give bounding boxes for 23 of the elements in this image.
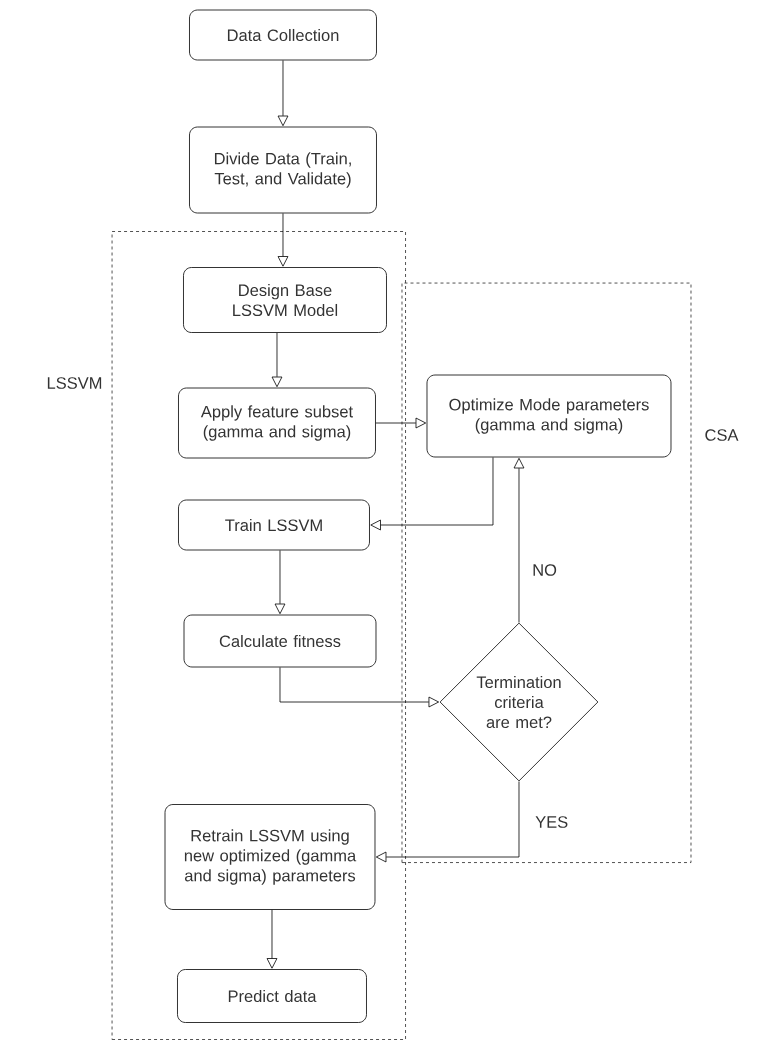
- process-box: Predict data: [177, 969, 367, 1023]
- arrow: [271, 332, 283, 388]
- process-box: Train LSSVM: [178, 499, 370, 551]
- arrow: [266, 909, 278, 969]
- arrow: [277, 213, 289, 267]
- process-box: Apply feature subset (gamma and sigma): [178, 387, 376, 459]
- edge-label: YES: [534, 815, 570, 829]
- arrow: [375, 781, 520, 863]
- process-box: Retrain LSSVM using new optimized (gamma and sigma) parameters: [164, 804, 376, 910]
- arrow: [277, 60, 289, 127]
- arrow: [375, 417, 427, 429]
- process-box: Divide Data (Train, Test, and Validate): [189, 126, 377, 214]
- arrow: [513, 457, 525, 623]
- process-box: Optimize Mode parameters (gamma and sigma): [426, 374, 672, 458]
- process-box: Design Base LSSVM Model: [183, 267, 387, 333]
- group-label: LSSVM: [47, 377, 102, 389]
- process-box: Calculate fitness: [183, 614, 377, 668]
- process-box: Data Collection: [189, 9, 377, 61]
- arrow: [274, 550, 286, 615]
- arrow: [279, 667, 440, 708]
- edge-label: NO: [531, 563, 558, 577]
- arrow: [370, 457, 494, 531]
- group-label: CSA: [705, 429, 739, 441]
